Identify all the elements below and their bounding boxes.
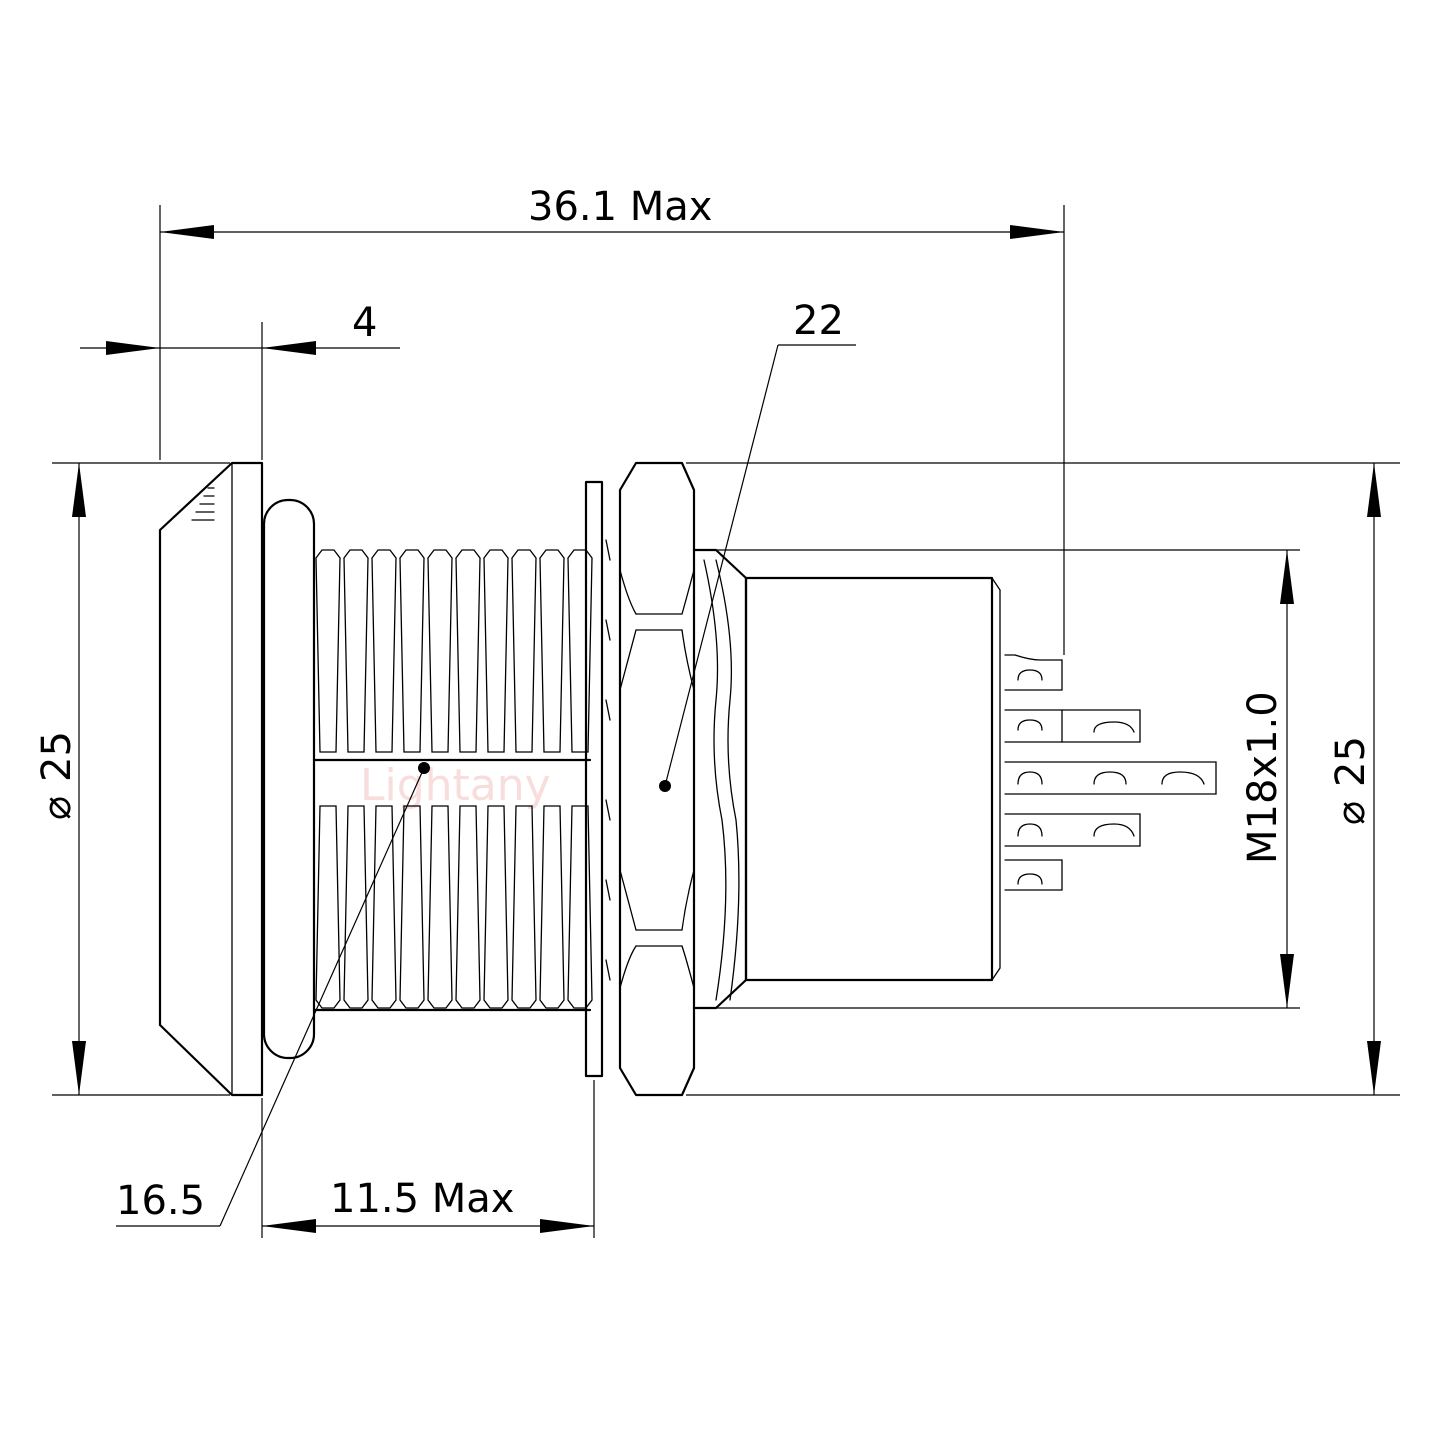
threaded-body (312, 549, 593, 1012)
thread-tooth (343, 549, 369, 753)
right-diameter-label: 25 (1328, 736, 1374, 787)
dim-right-diameter: ⌀ 25 (686, 462, 1400, 1096)
panel-washer (584, 480, 611, 1078)
dim-rear-thread: M18x1.0 (716, 549, 1300, 1009)
watermark: Lightany (360, 760, 551, 811)
left-diameter-label: 25 (34, 731, 80, 782)
thread-tooth (455, 805, 481, 1009)
thread-tooth (455, 549, 481, 753)
rear-housing (744, 576, 1001, 982)
thread-tooth (427, 549, 453, 753)
dim-left-diameter: ⌀ 25 (34, 462, 230, 1096)
thread-tooth (567, 805, 593, 1009)
front-flange (158, 461, 264, 1097)
thread-tooth (539, 805, 565, 1009)
right-diameter-symbol: ⌀ (1328, 801, 1374, 825)
thread-tooth (511, 805, 537, 1009)
panel-length-label: 11.5 Max (330, 1176, 514, 1222)
dim-overall-length: 36.1 Max (159, 184, 1065, 655)
dim-flange-thickness: 4 (80, 300, 400, 460)
thread-tooth (371, 805, 397, 1009)
left-diameter-symbol: ⌀ (34, 796, 80, 820)
thread-tooth (371, 549, 397, 753)
dim-nut-size: 22 (659, 298, 856, 792)
solder-contacts (1004, 654, 1217, 891)
thread-tooth (343, 805, 369, 1009)
nut-size-label: 22 (793, 298, 844, 344)
thread-tooth (399, 549, 425, 753)
thread-tooth (539, 549, 565, 753)
hex-nut (618, 461, 696, 1097)
thread-tooth (483, 549, 509, 753)
o-ring (262, 498, 316, 1060)
dim-panel-thread: 16.5 (116, 762, 430, 1227)
overall-length-label: 36.1 Max (528, 184, 712, 230)
thread-tooth (567, 549, 593, 753)
rear-thread-section (692, 548, 748, 1010)
dim-panel-length: 11.5 Max (261, 1080, 595, 1238)
thread-tooth (315, 549, 341, 753)
panel-thread-label: 16.5 (116, 1178, 205, 1224)
thread-tooth (511, 549, 537, 753)
rear-thread-label: M18x1.0 (1240, 691, 1286, 864)
thread-lower (315, 805, 593, 1009)
flange-thickness-label: 4 (352, 300, 377, 346)
thread-tooth (399, 805, 425, 1009)
thread-upper (315, 549, 593, 753)
thread-tooth (483, 805, 509, 1009)
thread-tooth (427, 805, 453, 1009)
thread-tooth (315, 805, 341, 1009)
